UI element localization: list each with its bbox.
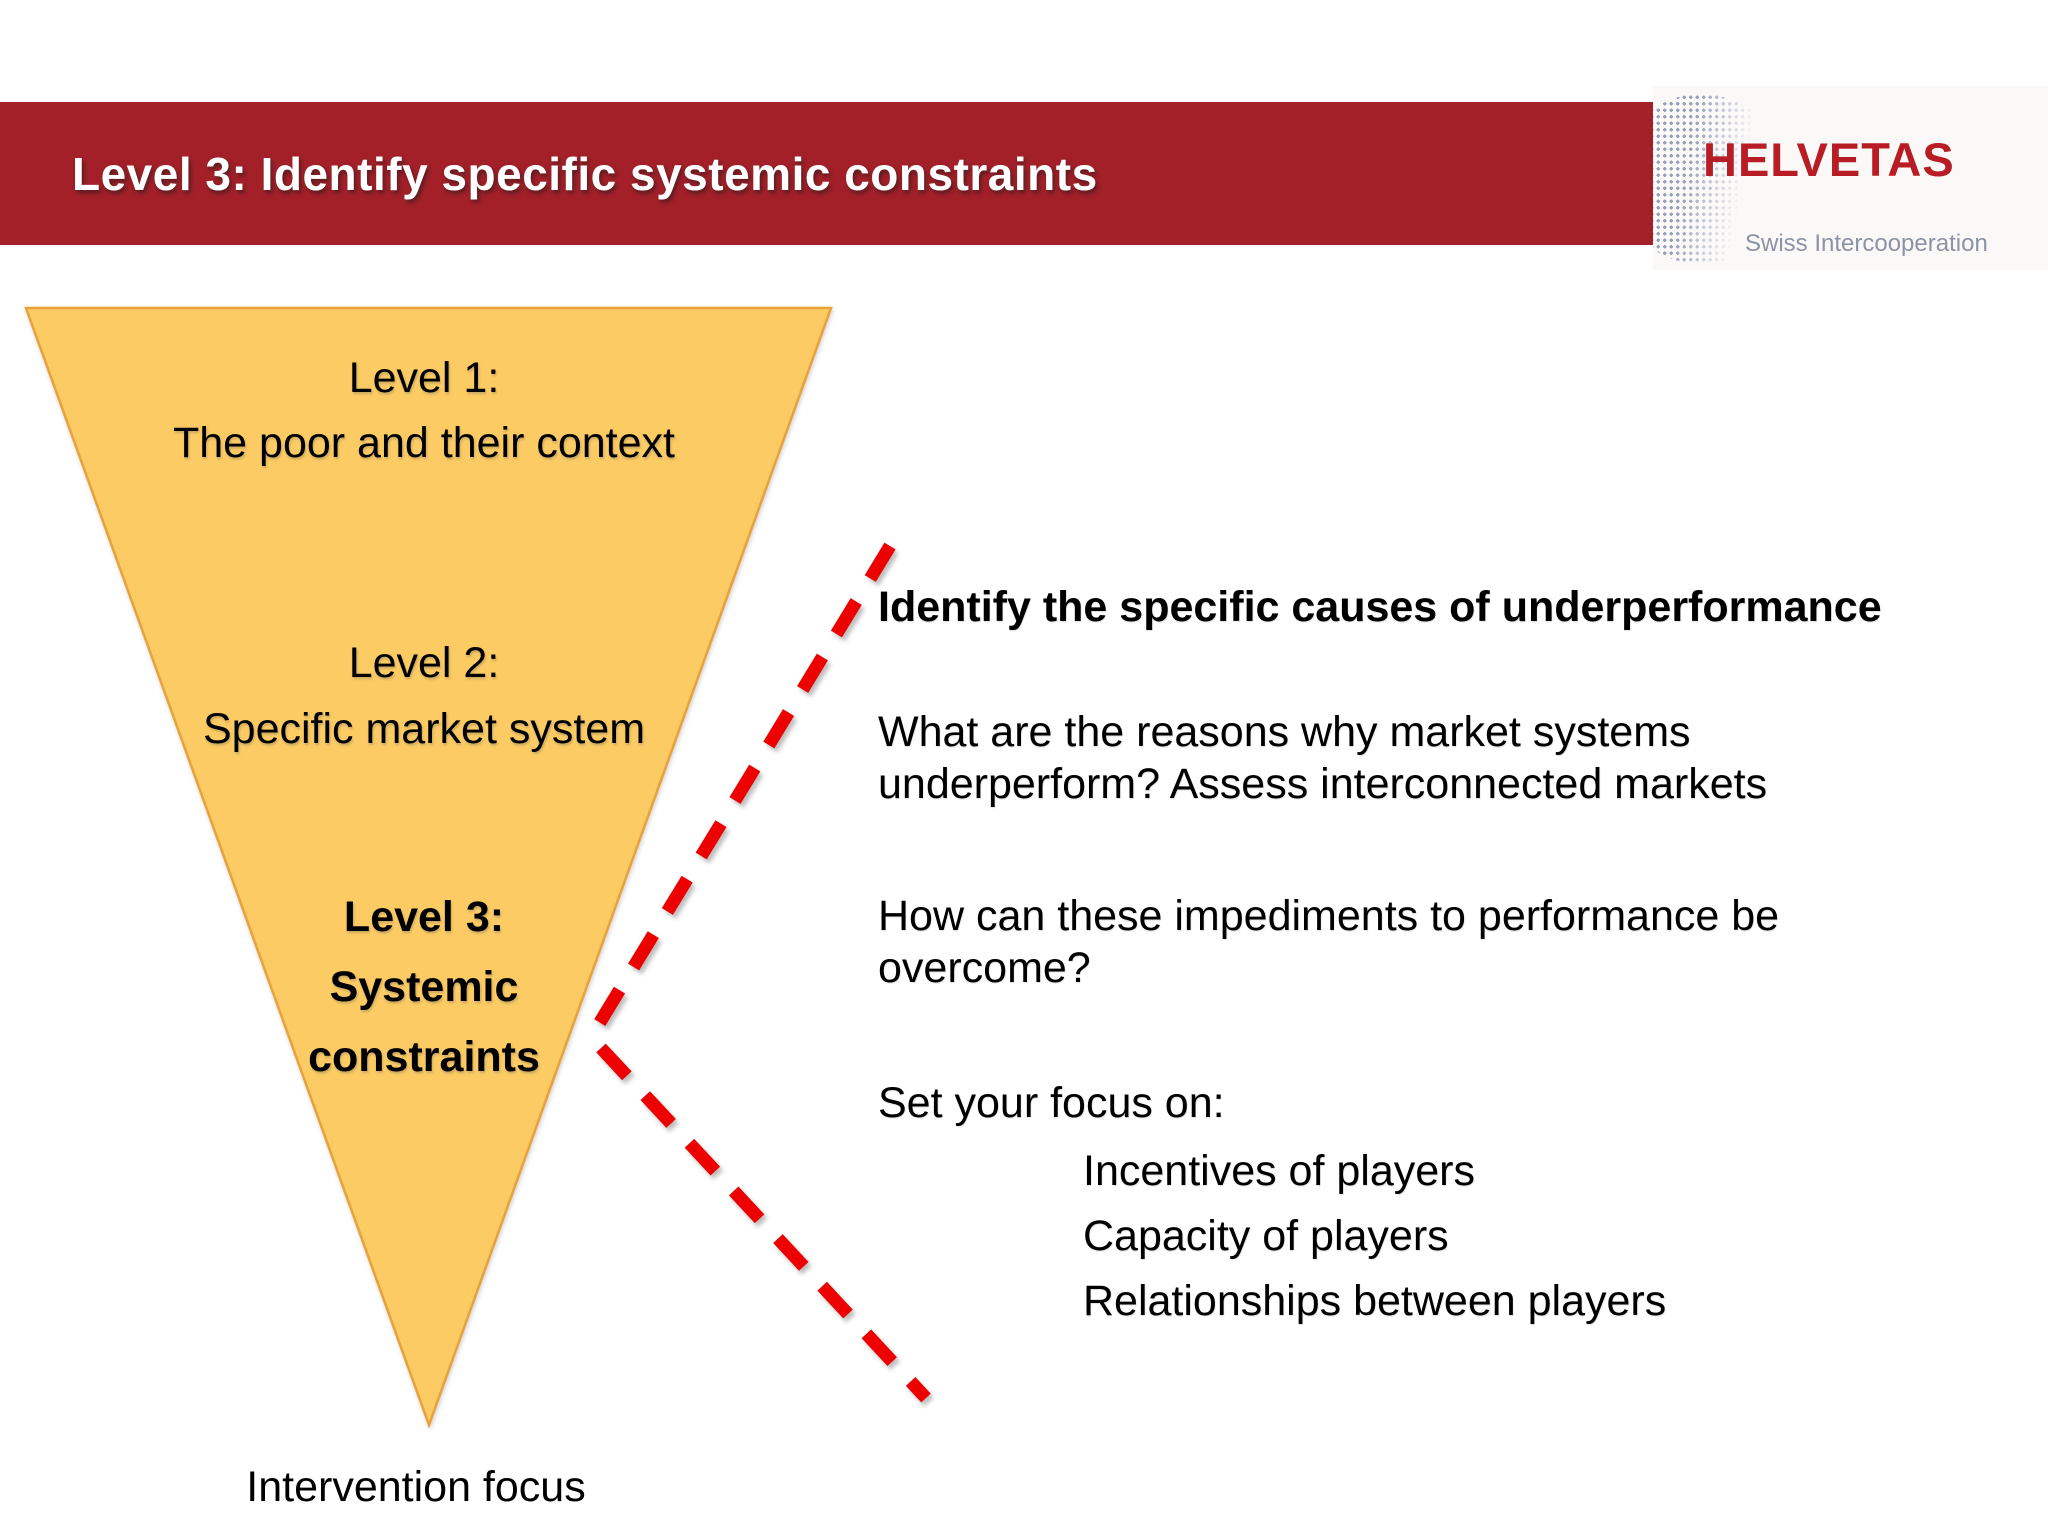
funnel-caption: Intervention focus — [246, 1463, 586, 1511]
focus-item-incentives: Incentives of players — [1083, 1147, 1475, 1195]
right-paragraph1-line1: What are the reasons why market systems — [878, 708, 1691, 756]
funnel-triangle — [24, 306, 833, 1429]
slide-title: Level 3: Identify specific systemic cons… — [72, 147, 1098, 200]
dashed-connector-lower — [596, 1043, 931, 1403]
focus-item-relationships: Relationships between players — [1083, 1277, 1667, 1325]
funnel-level1-title: Level 1: — [348, 354, 500, 402]
funnel-level2-title: Level 2: — [348, 639, 500, 687]
globe-icon — [1653, 94, 1786, 264]
funnel-level3-text-line1: Systemic — [329, 963, 519, 1011]
right-paragraph2-line2: overcome? — [878, 944, 1091, 992]
funnel-level3-text-line2: constraints — [308, 1033, 540, 1081]
logo-box: HELVETAS Swiss Intercooperation — [1653, 86, 2048, 270]
header-bar: Level 3: Identify specific systemic cons… — [0, 102, 1682, 245]
right-paragraph1-line2: underperform? Assess interconnected mark… — [878, 760, 1768, 808]
dashed-connector-upper — [588, 542, 896, 1036]
focus-item-capacity: Capacity of players — [1083, 1212, 1449, 1260]
right-paragraph2-line1: How can these impediments to performance… — [878, 892, 1780, 940]
focus-label: Set your focus on: — [878, 1079, 1225, 1127]
funnel-level3-title: Level 3: — [343, 893, 505, 941]
funnel-level2-text: Specific market system — [202, 705, 646, 753]
funnel-level1-text: The poor and their context — [173, 419, 675, 467]
logo-subtitle: Swiss Intercooperation — [1745, 230, 1988, 257]
logo-wordmark: HELVETAS — [1703, 133, 1955, 186]
right-heading: Identify the specific causes of underper… — [878, 583, 1882, 631]
